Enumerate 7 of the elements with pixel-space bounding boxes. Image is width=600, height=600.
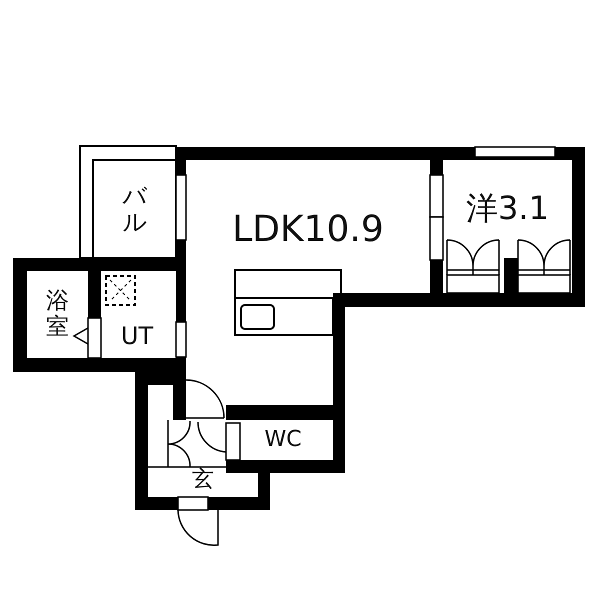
room-label: 浴室 — [46, 289, 69, 340]
room-label: UT — [120, 324, 154, 348]
room-label: バル — [122, 182, 146, 236]
room-label: 玄 — [192, 468, 214, 490]
room-label: 洋3.1 — [466, 192, 549, 224]
room-label: LDK10.9 — [232, 212, 384, 248]
room-label: WC — [264, 429, 302, 451]
